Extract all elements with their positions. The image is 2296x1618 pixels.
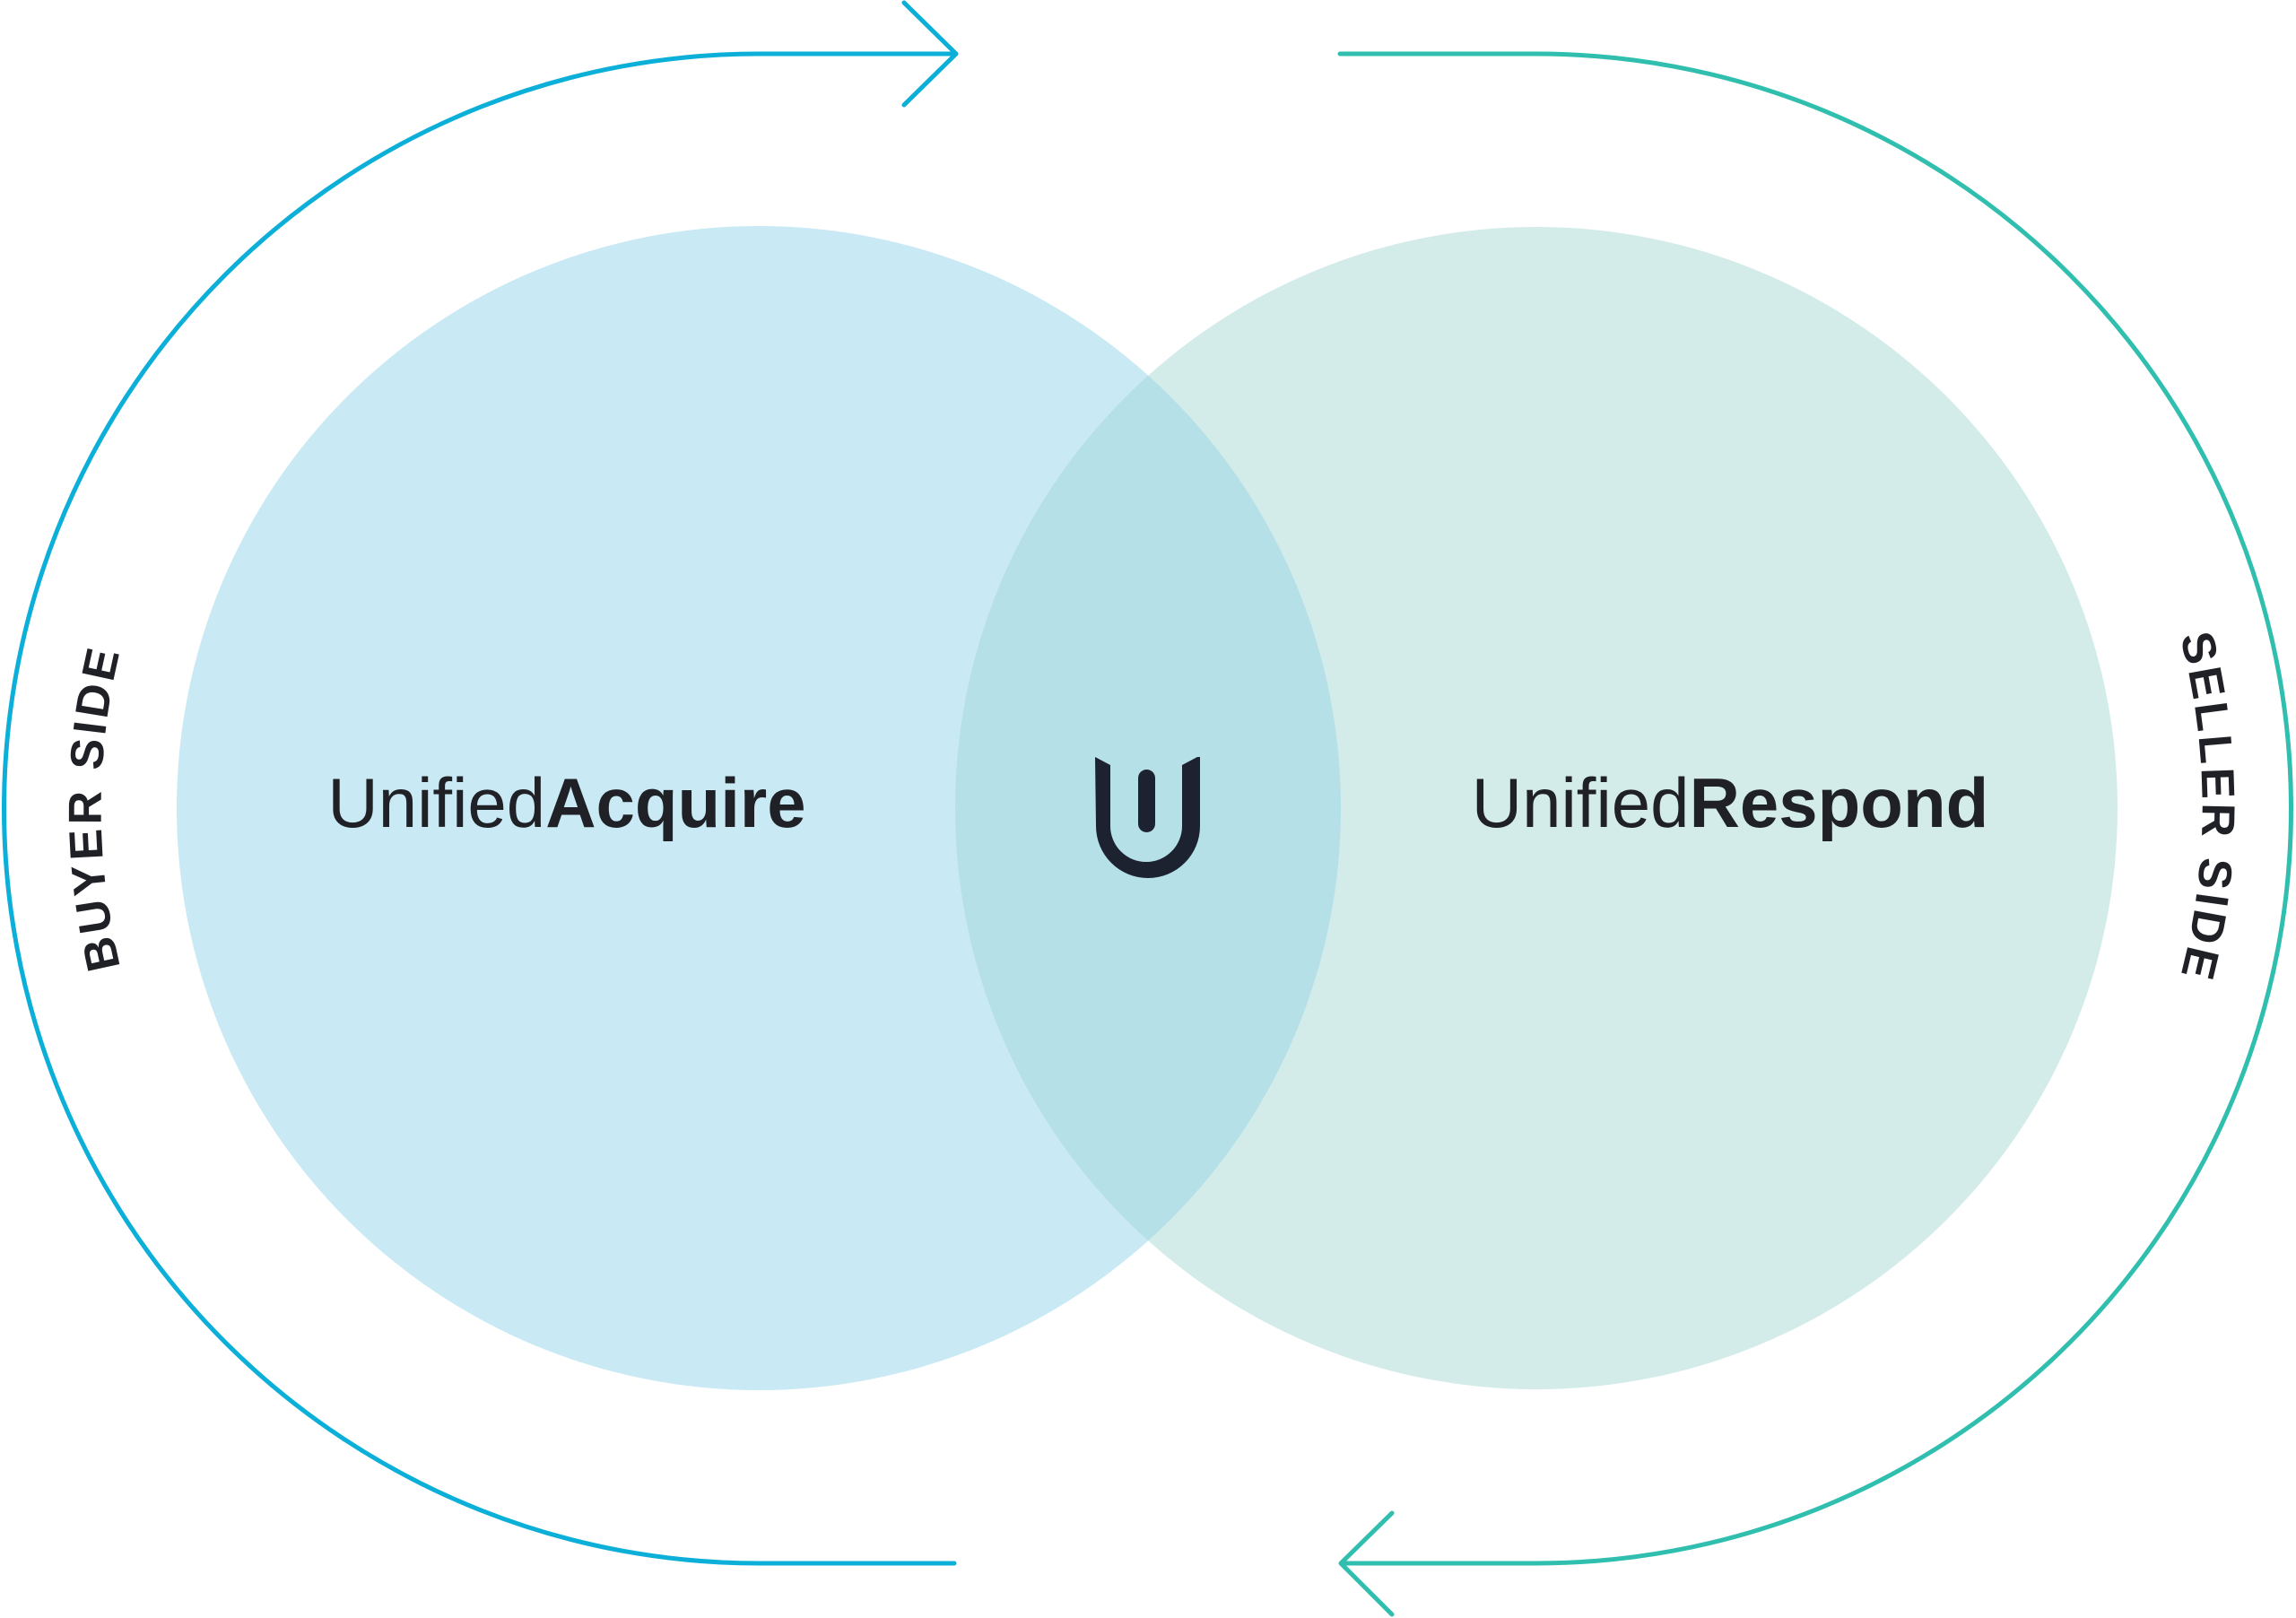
buyer-side-arc xyxy=(2,0,959,1566)
unified-u-logo-icon xyxy=(1095,757,1200,878)
unified-acquire-label: UnifiedAcquire xyxy=(327,763,805,842)
arrow-left-icon xyxy=(1338,1510,1395,1617)
buyer-side-label: BUYER SIDE xyxy=(60,640,131,976)
logo-u-inner-bar xyxy=(1138,770,1155,832)
unified-respond-label: UnifiedRespond xyxy=(1472,763,1988,842)
seller-arc-curve xyxy=(1337,51,2293,1566)
seller-side-label: SELLER SIDE xyxy=(2170,627,2244,987)
arrow-right-icon xyxy=(901,0,959,108)
logo-u-outer xyxy=(1095,757,1200,878)
buyer-arc-curve xyxy=(2,51,957,1566)
unified-acquire-suffix: Acquire xyxy=(545,763,805,842)
unified-acquire-prefix: Unified xyxy=(327,763,545,842)
unified-respond-prefix: Unified xyxy=(1472,763,1690,842)
seller-side-arc xyxy=(1337,51,2293,1617)
circle-overlap xyxy=(955,227,1341,1389)
unified-respond-suffix: Respond xyxy=(1690,763,1989,842)
